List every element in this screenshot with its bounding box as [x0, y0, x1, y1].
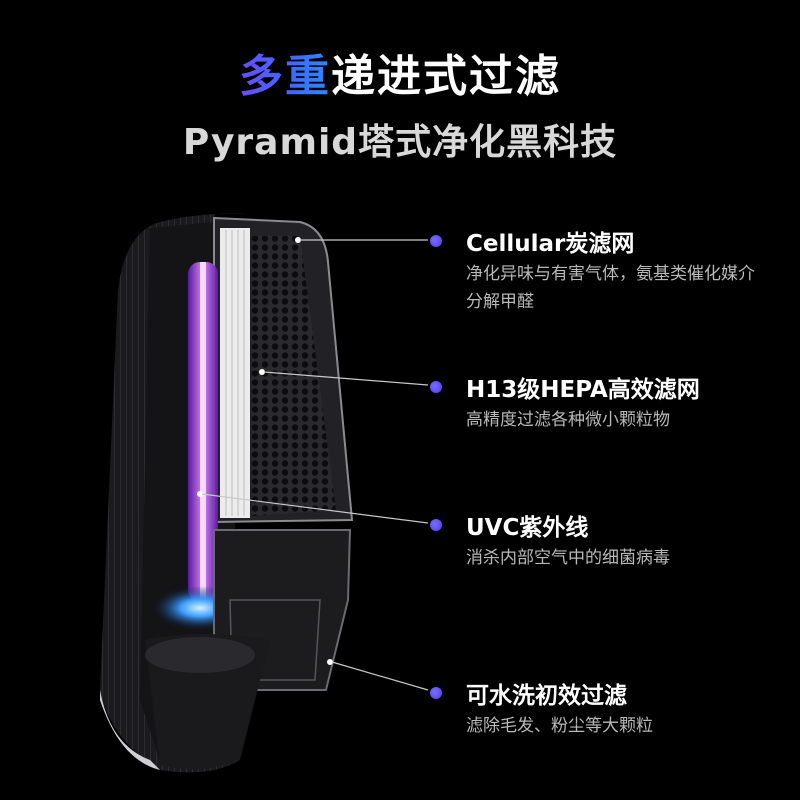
callout-line-uvc	[201, 493, 429, 524]
feature-desc: 净化异味与有害气体，氨基类催化媒介分解甲醛	[466, 264, 755, 312]
bullet-dot	[430, 381, 442, 393]
feature-title: H13级HEPA高效滤网	[466, 377, 700, 403]
feature-desc: 消杀内部空气中的细菌病毒	[466, 548, 670, 568]
feature-desc: 高精度过滤各种微小颗粒物	[466, 410, 670, 430]
title-rest: 递进式过滤	[331, 51, 561, 102]
callout-line-hepa	[263, 371, 429, 386]
page-title: 多重递进式过滤	[0, 40, 800, 104]
callout-line-prefilter	[331, 661, 429, 691]
feature-title: UVC紫外线	[466, 515, 589, 541]
bullet-dot	[430, 519, 442, 531]
bullet-dot	[430, 687, 442, 699]
feature-title: Cellular炭滤网	[466, 231, 635, 257]
title-accent: 多重	[239, 51, 331, 102]
bullet-dot	[430, 235, 442, 247]
feature-desc: 滤除毛发、粉尘等大颗粒	[466, 716, 653, 736]
page-subtitle: Pyramid塔式净化黑科技	[182, 122, 618, 163]
feature-title: 可水洗初效过滤	[466, 683, 627, 709]
